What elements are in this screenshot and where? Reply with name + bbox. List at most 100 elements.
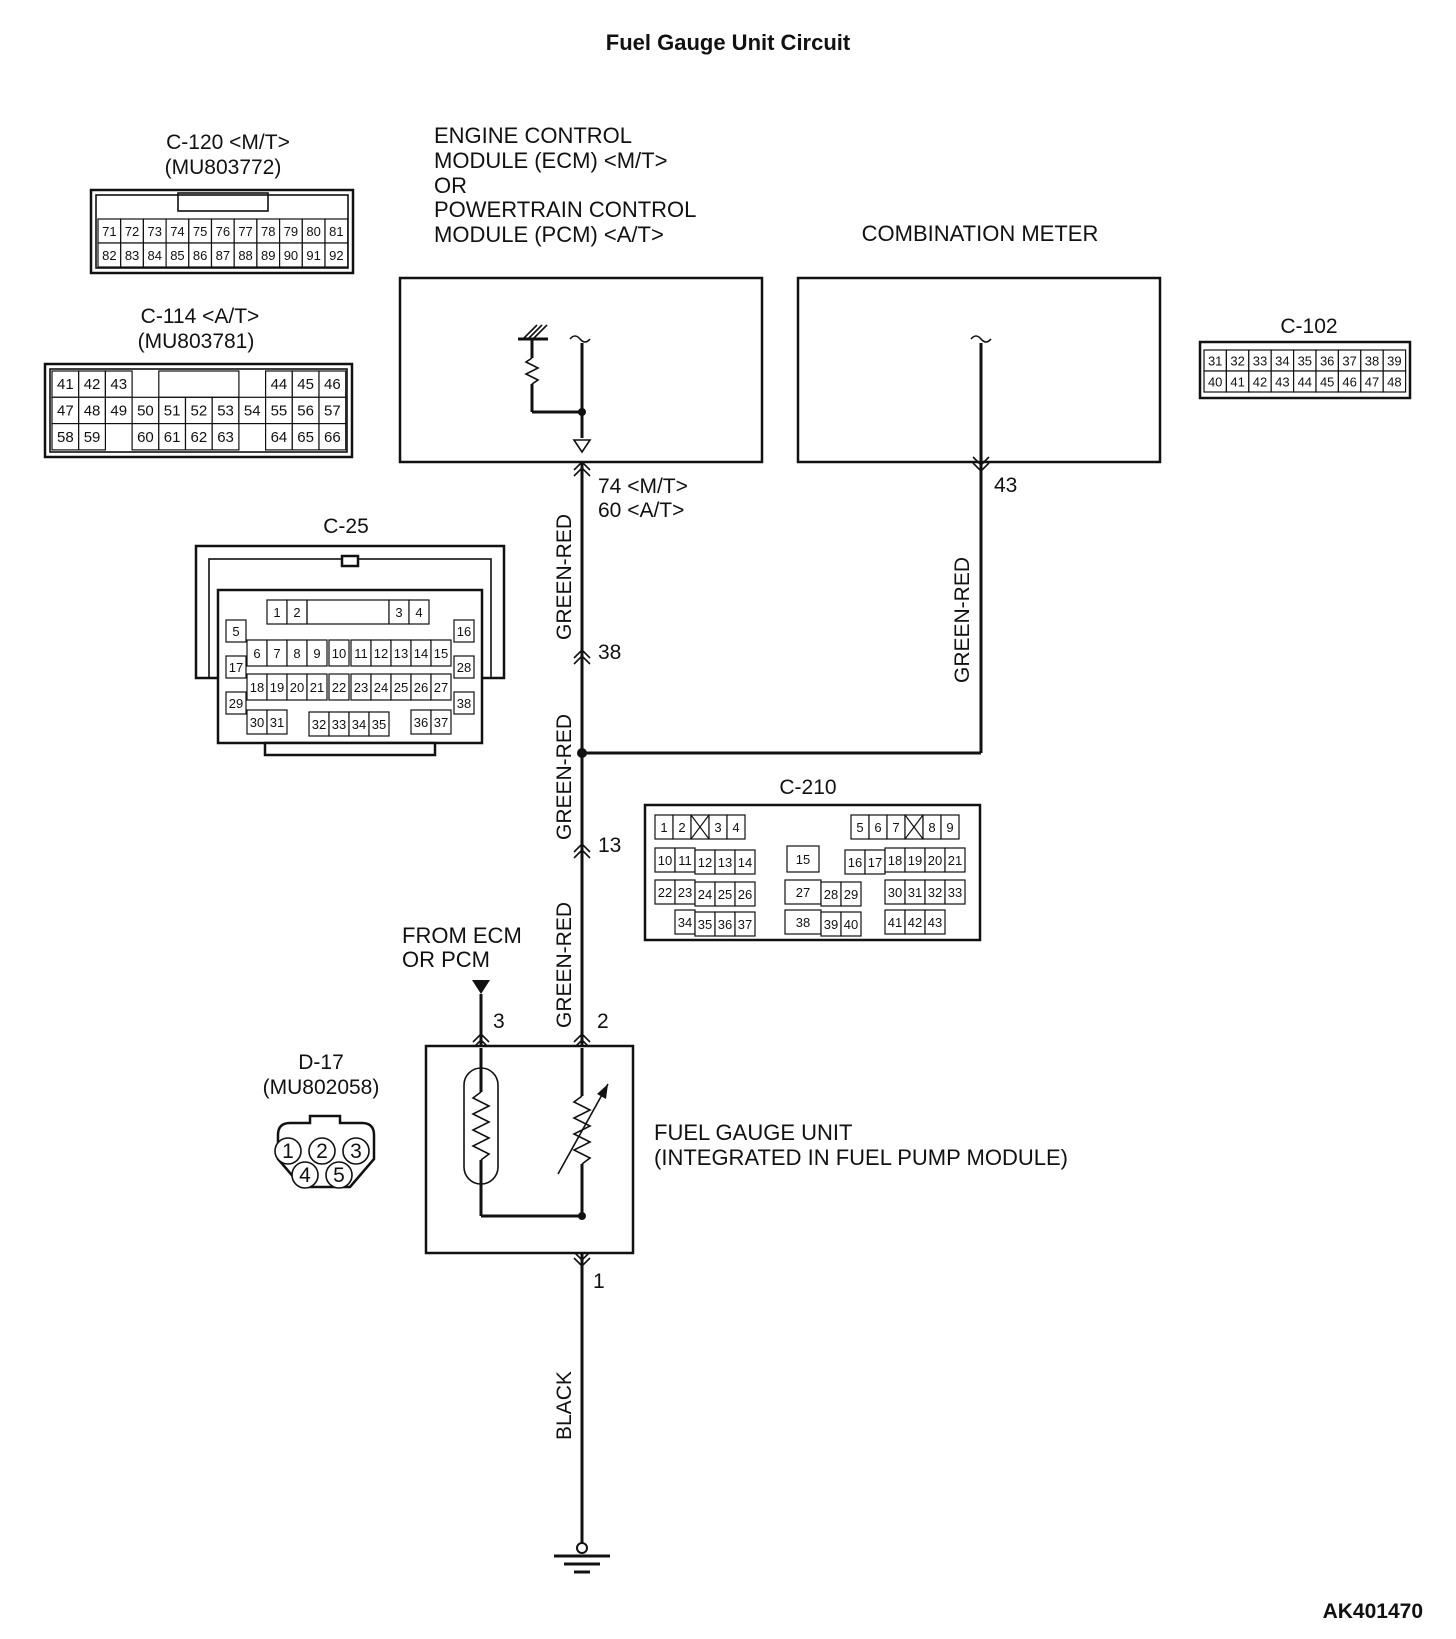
svg-text:15: 15 xyxy=(434,646,448,661)
svg-text:35: 35 xyxy=(372,717,386,732)
c210-pin-2: 2 xyxy=(672,814,692,840)
c210-pin-15: 15 xyxy=(786,845,820,873)
c102-pin-42: 42 xyxy=(1248,370,1272,393)
svg-text:9: 9 xyxy=(946,820,953,835)
c210-blocked-right xyxy=(904,814,924,840)
c114-pin-45: 45 xyxy=(291,370,320,398)
svg-text:4: 4 xyxy=(299,1164,311,1187)
pin-label-fuel-1: 1 xyxy=(593,1270,605,1293)
c25-pin-19: 19 xyxy=(266,673,288,701)
svg-text:21: 21 xyxy=(948,853,962,868)
c210-pin-14: 14 xyxy=(734,849,756,875)
c25-pin-14: 14 xyxy=(410,639,432,667)
svg-text:5: 5 xyxy=(856,820,863,835)
svg-text:44: 44 xyxy=(1298,375,1312,390)
c114-pin-65: 65 xyxy=(291,423,320,451)
c25-pin-9: 9 xyxy=(306,639,328,667)
c120-pin-85: 85 xyxy=(165,242,190,268)
svg-text:38: 38 xyxy=(796,915,810,930)
c114-pin-46: 46 xyxy=(318,370,347,398)
c210-pin-42: 42 xyxy=(904,909,926,935)
c25-pin-13: 13 xyxy=(390,639,412,667)
c25-pin-36: 36 xyxy=(410,709,432,735)
c102-pin-43: 43 xyxy=(1270,370,1295,393)
svg-text:2: 2 xyxy=(678,820,685,835)
svg-text:21: 21 xyxy=(310,680,324,695)
c114-name: C-114 <A/T> xyxy=(141,305,260,328)
meter-box xyxy=(796,276,1162,464)
c114-pin-64: 64 xyxy=(265,423,293,451)
c210-pin-9: 9 xyxy=(940,814,960,840)
svg-text:87: 87 xyxy=(216,248,230,263)
svg-text:8: 8 xyxy=(928,820,935,835)
c210-pin-3: 3 xyxy=(708,814,728,840)
c25-pin-25: 25 xyxy=(390,673,412,701)
c210-pin-32: 32 xyxy=(924,879,946,905)
svg-text:36: 36 xyxy=(1320,354,1334,369)
c210-pin-43: 43 xyxy=(924,909,946,935)
c210-pin-17: 17 xyxy=(864,849,886,875)
svg-text:65: 65 xyxy=(297,429,314,446)
svg-text:36: 36 xyxy=(718,917,732,932)
c210-pin-23: 23 xyxy=(674,879,696,905)
svg-text:42: 42 xyxy=(84,376,101,393)
c210-pin-39: 39 xyxy=(820,911,842,937)
svg-text:26: 26 xyxy=(414,680,428,695)
svg-text:13: 13 xyxy=(394,646,408,661)
svg-text:33: 33 xyxy=(1253,354,1267,369)
c210-pin-31: 31 xyxy=(904,879,926,905)
svg-text:4: 4 xyxy=(732,820,739,835)
diagram-title: Fuel Gauge Unit Circuit xyxy=(606,30,851,55)
c102-pin-40: 40 xyxy=(1203,370,1227,393)
svg-text:31: 31 xyxy=(908,885,922,900)
c114-pin-66: 66 xyxy=(318,423,347,451)
svg-text:85: 85 xyxy=(170,248,184,263)
c25-pin-26: 26 xyxy=(410,673,432,701)
svg-text:MODULE (ECM) <M/T>: MODULE (ECM) <M/T> xyxy=(434,148,667,173)
c102-name: C-102 xyxy=(1280,315,1337,338)
svg-text:63: 63 xyxy=(217,429,234,446)
svg-text:3: 3 xyxy=(714,820,721,835)
c120-pin-82: 82 xyxy=(97,242,122,268)
c25-pin-34: 34 xyxy=(348,711,370,737)
svg-text:35: 35 xyxy=(698,917,712,932)
c25-pin-24: 24 xyxy=(370,673,392,701)
c25-pin-11: 11 xyxy=(350,639,372,667)
svg-text:3: 3 xyxy=(395,605,402,620)
svg-text:12: 12 xyxy=(374,646,388,661)
c102-pin-37: 37 xyxy=(1337,349,1362,372)
ground-symbol xyxy=(554,1542,610,1574)
c114-pin-55: 55 xyxy=(265,396,293,425)
svg-text:42: 42 xyxy=(1253,375,1267,390)
c120-pin-79: 79 xyxy=(279,218,303,244)
svg-text:12: 12 xyxy=(698,855,712,870)
c210-pin-26: 26 xyxy=(734,881,756,907)
svg-text:20: 20 xyxy=(290,680,304,695)
svg-text:72: 72 xyxy=(125,224,139,239)
svg-text:24: 24 xyxy=(698,887,712,902)
c25-pin-28: 28 xyxy=(453,655,475,679)
c210-pin-6: 6 xyxy=(868,814,888,840)
c210-pin-25: 25 xyxy=(714,881,736,907)
c210-pin-34: 34 xyxy=(674,909,696,935)
c102-pin-32: 32 xyxy=(1225,349,1250,372)
svg-text:22: 22 xyxy=(332,680,346,695)
svg-text:23: 23 xyxy=(678,885,692,900)
svg-text:1: 1 xyxy=(273,605,280,620)
svg-text:66: 66 xyxy=(324,429,341,446)
c114-pin-52: 52 xyxy=(184,396,213,425)
svg-text:46: 46 xyxy=(1342,375,1356,390)
c210-pin-21: 21 xyxy=(944,847,966,873)
svg-text:60: 60 xyxy=(137,429,154,446)
svg-text:37: 37 xyxy=(434,715,448,730)
c120-pin-87: 87 xyxy=(210,242,235,268)
c210-pin-11: 11 xyxy=(674,847,696,873)
d17-pin-2: 2 xyxy=(308,1137,336,1165)
c102-pin-47: 47 xyxy=(1360,370,1384,393)
svg-text:83: 83 xyxy=(125,248,139,263)
svg-text:74: 74 xyxy=(170,224,184,239)
figure-id: AK401470 xyxy=(1323,1600,1423,1623)
